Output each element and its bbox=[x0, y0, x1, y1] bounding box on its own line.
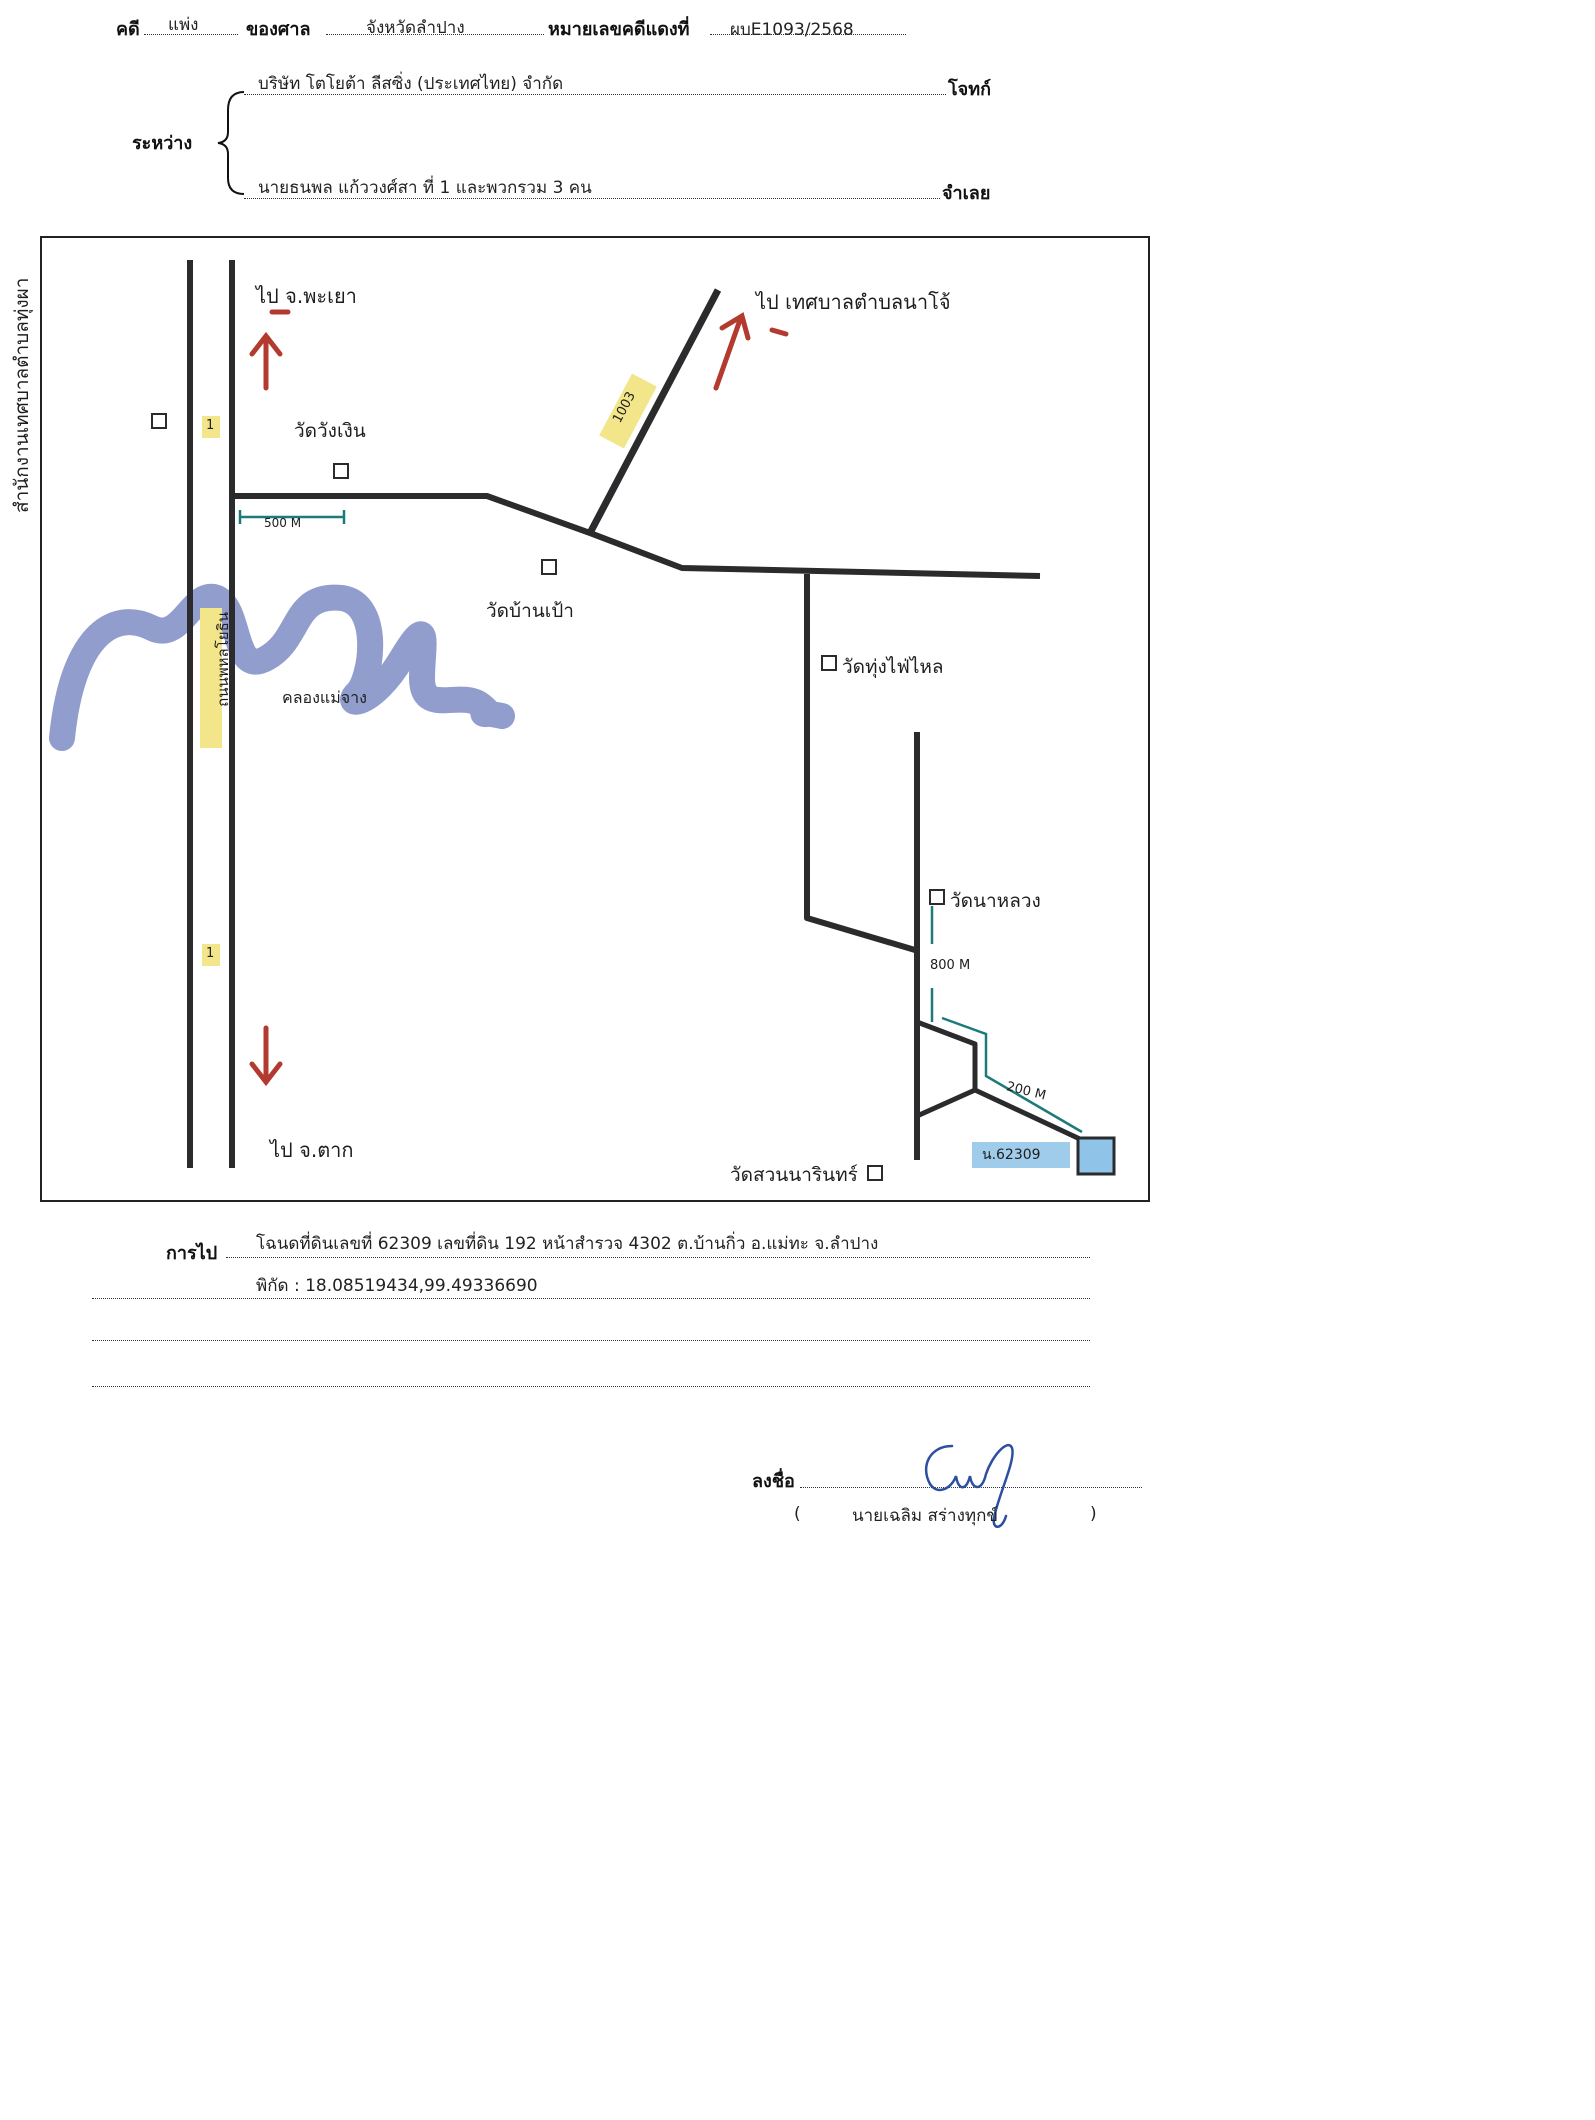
directions-line-1: โฉนดที่ดินเลขที่ 62309 เลขที่ดิน 192 หน้… bbox=[256, 1234, 879, 1254]
canal-river bbox=[49, 584, 515, 751]
measure-lines bbox=[238, 510, 1083, 1134]
label-dist-500: 500 M bbox=[264, 516, 302, 530]
plaintiff-label: โจทก์ bbox=[948, 79, 991, 100]
location-map: ไป จ.พะเยา ไป เทศบาลตำบลนาโจ้ ไป จ.ตาก ส… bbox=[11, 236, 1150, 1202]
label-to-tak: ไป จ.ตาก bbox=[270, 1138, 354, 1162]
case-label: คดี bbox=[116, 19, 140, 40]
road-1003-highlight bbox=[599, 373, 657, 449]
road-1-highlight-top bbox=[202, 416, 220, 438]
parcel-label-bg bbox=[972, 1142, 1070, 1168]
paren-close: ) bbox=[1090, 1504, 1097, 1524]
between-label: ระหว่าง bbox=[132, 133, 193, 154]
direction-arrows bbox=[249, 309, 789, 1087]
road-1003 bbox=[586, 288, 722, 535]
road-east bbox=[232, 493, 1041, 579]
paren-open: ( bbox=[794, 1504, 801, 1524]
defendant-label: จำเลย bbox=[942, 183, 991, 204]
label-road-1-bottom: 1 bbox=[206, 946, 215, 961]
label-wat-suan-nari: วัดสวนนารินทร์ bbox=[730, 1164, 858, 1186]
label-to-phayao: ไป จ.พะเยา bbox=[256, 284, 357, 308]
court-name: จังหวัดลำปาง bbox=[366, 18, 465, 38]
court-label: ของศาล bbox=[246, 19, 311, 40]
label-dist-800: 800 M bbox=[930, 958, 971, 973]
red-case-number: ผบE1093/2568 bbox=[730, 20, 854, 40]
road-branch-lower bbox=[915, 1087, 977, 1119]
label-wat-na-lang: วัดนาหลวง bbox=[950, 890, 1041, 912]
label-canal: คลองแม่จาง bbox=[282, 688, 367, 707]
label-road-1-top: 1 bbox=[206, 418, 215, 433]
road-branch bbox=[916, 1019, 1084, 1143]
signature-mark bbox=[924, 1444, 1014, 1528]
label-wat-ban-pao: วัดบ้านเป้า bbox=[486, 600, 574, 622]
red-case-label: หมายเลขคดีแดงที่ bbox=[548, 19, 690, 40]
directions-line-2: พิกัด : 18.08519434,99.49336690 bbox=[256, 1276, 538, 1296]
map-drawing bbox=[49, 260, 1116, 1181]
signer-name: นายเฉลิม สร่างทุกข์ bbox=[852, 1506, 999, 1526]
road-1-highlight-bottom bbox=[202, 944, 220, 966]
main-road-highlight bbox=[200, 608, 222, 748]
sign-label: ลงชื่อ bbox=[752, 1471, 795, 1492]
road-south bbox=[804, 574, 916, 953]
label-main-road: ถนนพหลโยธิน bbox=[214, 612, 232, 707]
label-wat-thung-fai: วัดทุ่งไฟ่ไหล bbox=[842, 656, 944, 678]
label-to-municipality: ไป เทศบาลตำบลนาโจ้ bbox=[756, 290, 951, 314]
label-parcel-id: น.62309 bbox=[982, 1147, 1041, 1163]
label-wat-wang-ngiu: วัดวังเงิน bbox=[294, 420, 366, 442]
directions-label: การไป bbox=[166, 1243, 218, 1264]
parcel-square bbox=[1076, 1136, 1116, 1176]
temple-icons bbox=[151, 413, 945, 1181]
defendant-name: นายธนพล แก้ววงศ์สา ที่ 1 และพวกรวม 3 คน bbox=[258, 178, 592, 198]
plaintiff-name: บริษัท โตโยต้า ลีสซิ่ง (ประเทศไทย) จำกัด bbox=[258, 74, 564, 94]
case-type: แพ่ง bbox=[168, 15, 199, 35]
brace-icon bbox=[217, 91, 245, 195]
